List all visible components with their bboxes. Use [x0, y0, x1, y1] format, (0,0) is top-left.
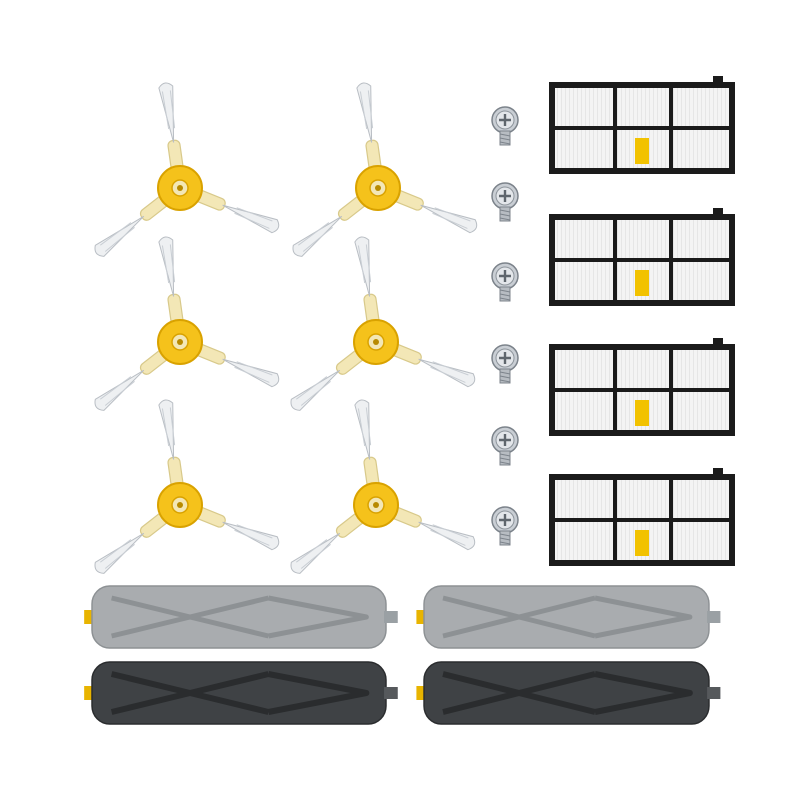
side-brush [92, 399, 281, 576]
screw [490, 505, 520, 547]
side-brush [290, 82, 479, 259]
side-brush [92, 82, 281, 259]
black-roller [416, 662, 720, 724]
screw [490, 181, 520, 223]
hepa-filter [549, 208, 735, 306]
side-brush-group [92, 82, 479, 576]
screw [490, 425, 520, 467]
screw [490, 343, 520, 385]
gray-roller [416, 586, 720, 648]
hepa-filter [549, 338, 735, 436]
black-roller [84, 662, 398, 724]
side-brush [288, 399, 477, 576]
side-brush [92, 236, 281, 413]
side-brush [288, 236, 477, 413]
hepa-filter [549, 76, 735, 174]
screw [490, 261, 520, 303]
hepa-filter [549, 468, 735, 566]
roller-group [84, 586, 720, 724]
filter-group [549, 76, 735, 566]
gray-roller [84, 586, 398, 648]
screw [490, 105, 520, 147]
screw-group [490, 105, 520, 547]
